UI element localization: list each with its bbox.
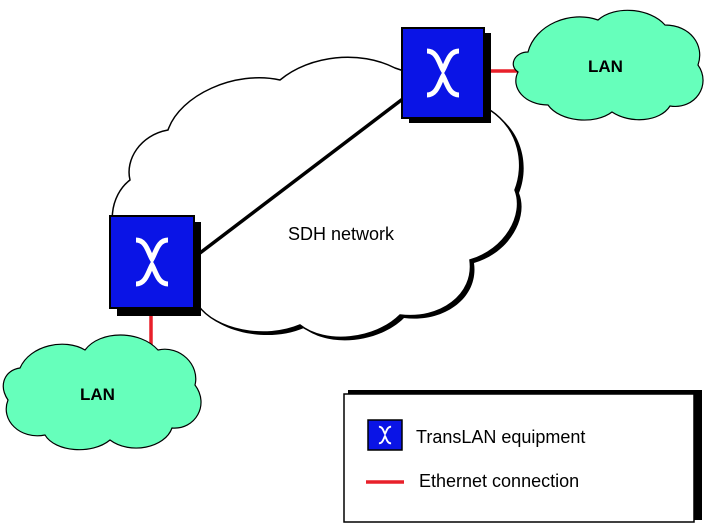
sdh-network-cloud bbox=[111, 56, 524, 341]
sdh-link bbox=[194, 96, 406, 258]
translan-equipment-top bbox=[401, 27, 491, 123]
sdh-network-label: SDH network bbox=[288, 224, 395, 244]
legend: TransLAN equipment Ethernet connection bbox=[343, 390, 702, 523]
lan-cloud-bottom bbox=[2, 334, 202, 451]
translan-equipment-bottom bbox=[109, 215, 201, 316]
lan-label-top: LAN bbox=[588, 57, 623, 76]
lan-cloud-top bbox=[512, 9, 704, 121]
legend-equipment-swatch bbox=[367, 419, 403, 451]
lan-label-bottom: LAN bbox=[80, 385, 115, 404]
legend-equipment-label: TransLAN equipment bbox=[416, 427, 585, 447]
legend-ethernet-label: Ethernet connection bbox=[419, 471, 579, 491]
